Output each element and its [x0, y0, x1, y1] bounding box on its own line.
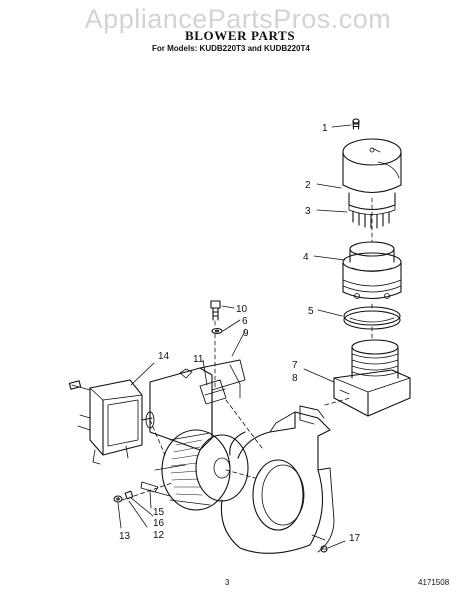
callout-15: 15 [153, 507, 165, 518]
leader-lines [117, 124, 352, 549]
callout-1: 1 [322, 123, 328, 134]
callout-6: 6 [242, 316, 248, 327]
part-14-motor [68, 379, 155, 465]
callout-12: 12 [153, 530, 165, 541]
callout-14: 14 [158, 351, 170, 362]
document-number: 4171508 [418, 578, 450, 587]
models-subtitle: For Models: KUDB220T3 and KUDB220T4 [152, 44, 310, 53]
callout-2: 2 [305, 180, 311, 191]
callout-16: 16 [153, 518, 165, 529]
part-3-terminal-block [348, 192, 396, 229]
part-12-nut [124, 490, 134, 500]
callout-8: 8 [292, 373, 298, 384]
callout-10: 10 [236, 304, 248, 315]
blower-housing [220, 405, 335, 554]
callout-3: 3 [305, 206, 311, 217]
part-1-screw [352, 118, 360, 130]
part-2-motor-cover [342, 138, 402, 194]
callout-13: 13 [119, 531, 131, 542]
callout-17: 17 [349, 533, 361, 544]
explosion-lines [121, 197, 373, 501]
watermark: AppliancePartsPros.com [84, 4, 392, 34]
part-10-bolt [210, 300, 221, 321]
callout-5: 5 [308, 306, 314, 317]
callout-9: 9 [243, 328, 249, 339]
part-7-8-mounting-base [333, 339, 411, 417]
part-5-gasket [343, 306, 401, 330]
blower-wheel [154, 429, 249, 511]
part-13-washer [113, 495, 123, 503]
part-6-9-washer [211, 327, 223, 335]
callout-4: 4 [303, 252, 309, 263]
callout-11: 11 [193, 354, 204, 365]
part-17-screw [320, 545, 328, 553]
part-4-upper-housing [342, 241, 402, 300]
part-15-16-clip [140, 481, 171, 497]
callout-7: 7 [292, 360, 298, 371]
page-number: 3 [225, 578, 230, 587]
callout-numbers: 1 2 3 4 5 6 7 8 9 10 11 12 13 14 15 16 1… [119, 123, 361, 544]
diagram-title: BLOWER PARTS [185, 28, 296, 43]
